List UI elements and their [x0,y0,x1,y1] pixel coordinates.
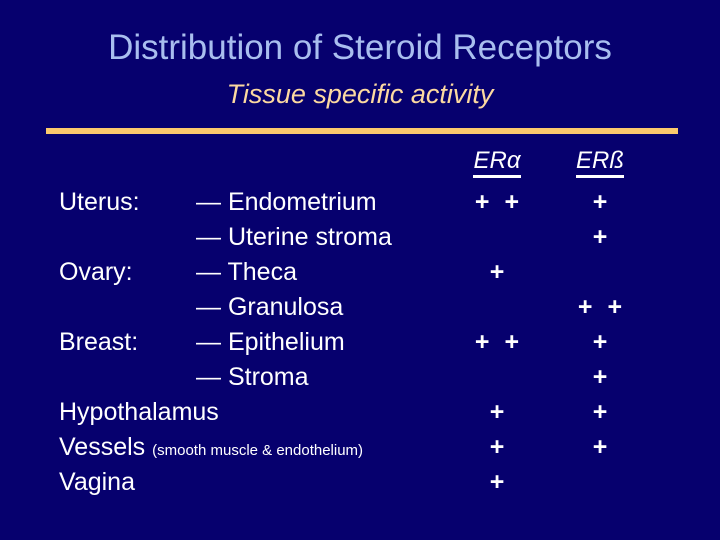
structure-text: — Stroma [196,363,309,391]
table-row: Ovary: — Theca + [0,256,720,291]
era-value: + [489,258,509,286]
erb-value: + [592,433,612,461]
table-row: — Uterine stroma + [0,221,720,256]
title-divider-rule [46,128,678,134]
tissue-label: Uterus: [59,188,140,216]
structure-label: — Theca [196,256,297,288]
table-row: Vessels (smooth muscle & endothelium) + … [0,431,720,466]
tissue-text: Vessels [59,433,146,461]
erb-value: + [592,223,612,251]
erb-value: + [592,363,612,391]
structure-text: — Epithelium [196,328,345,356]
era-value: + [489,468,509,496]
page-title: Distribution of Steroid Receptors [108,28,612,67]
structure-label: — Endometrium [196,186,377,218]
era-value: + [489,398,509,426]
era-value: + [489,433,509,461]
erb-value: + [592,398,612,426]
era-value: + + [474,188,524,216]
tissue-label: Vagina [59,468,135,496]
table-header-row: ERα ERß [0,146,720,186]
column-header-erb-label: ERß [576,147,624,178]
structure-text: — Theca [196,258,297,286]
table-row: Uterus: — Endometrium + + + [0,186,720,221]
column-header-era: ERα [437,146,557,178]
table-row: — Stroma + [0,361,720,396]
tissue-label: Ovary: [59,258,133,286]
structure-text: — Granulosa [196,293,344,321]
page-subtitle: Tissue specific activity [226,79,494,109]
column-header-era-label: ERα [473,147,521,178]
structure-label: — Granulosa [196,291,343,323]
table-row: — Granulosa + + [0,291,720,326]
structure-label: — Stroma [196,361,309,393]
table-row: Breast: — Epithelium + + + [0,326,720,361]
tissue-label: Breast: [59,328,139,356]
tissue-label: Hypothalamus [59,398,219,426]
structure-text: — Uterine stroma [196,223,392,251]
structure-label: — Epithelium [196,326,345,358]
erb-value: + [592,188,612,216]
era-value: + + [474,328,524,356]
structure-label: — Uterine stroma [196,221,392,253]
column-header-erb: ERß [540,146,660,178]
structure-text: — Endometrium [196,188,377,216]
erb-value: + + [577,293,627,321]
table-row: Hypothalamus + + [0,396,720,431]
tissue-note: (smooth muscle & endothelium) [152,442,364,459]
receptor-distribution-table: ERα ERß Uterus: — Endometrium + + + — Ut… [0,146,720,501]
erb-value: + [592,328,612,356]
tissue-label: Vessels (smooth muscle & endothelium) [59,431,363,467]
table-row: Vagina + [0,466,720,501]
